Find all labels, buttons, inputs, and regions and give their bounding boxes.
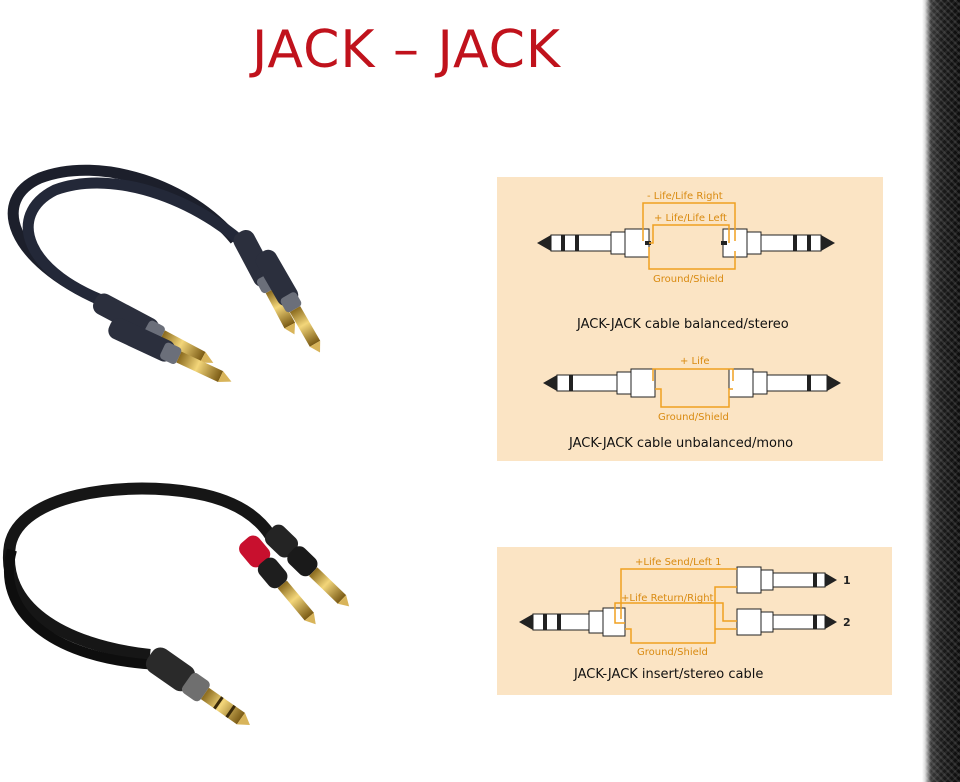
mono-plug-2-icon	[736, 608, 837, 636]
caption-balanced: JACK-JACK cable balanced/stereo	[576, 317, 789, 332]
stereo-plug-right-icon	[721, 228, 835, 258]
insert-cable-photo	[2, 482, 350, 725]
ground-label-insert: Ground/Shield	[637, 647, 708, 658]
dual-jack-cable-photo	[7, 164, 321, 382]
plug-1-label: 1	[843, 574, 851, 587]
mono-plug-right-icon	[728, 368, 841, 398]
wiring-diagram-insert: +Life Send/Left 1 +Life Return/Right Gro…	[497, 547, 892, 695]
mono-plug-1-icon	[736, 566, 837, 594]
ground-label-unbalanced: Ground/Shield	[658, 412, 729, 423]
wiring-diagram-balanced-unbalanced: - Life/Life Right + Life/Life Left Groun…	[497, 177, 883, 461]
caption-insert: JACK-JACK insert/stereo cable	[573, 667, 763, 682]
caption-unbalanced: JACK-JACK cable unbalanced/mono	[568, 436, 793, 451]
wire-label-send: +Life Send/Left 1	[635, 557, 722, 568]
mono-plug-left-icon	[543, 368, 656, 398]
stereo-plug-icon	[519, 607, 626, 637]
plug-2-label: 2	[843, 616, 851, 629]
wire-label-life: + Life	[680, 356, 710, 367]
wire-label-right: - Life/Life Right	[647, 191, 723, 202]
ground-label-balanced: Ground/Shield	[653, 274, 724, 285]
wire-label-left: + Life/Life Left	[654, 213, 727, 224]
stereo-plug-left-icon	[537, 228, 651, 258]
wire-label-return: +Life Return/Right	[621, 593, 714, 604]
page-title: JACK – JACK	[252, 20, 562, 80]
decorative-side-strip	[922, 0, 960, 782]
